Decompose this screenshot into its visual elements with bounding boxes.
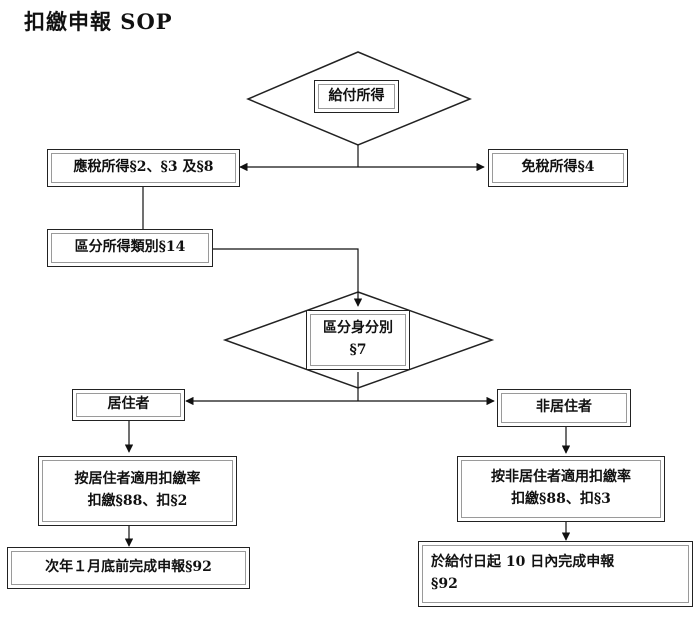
node-resident-rate-line2: 扣繳§88、扣§2 — [87, 493, 188, 509]
node-identity-label-line1: 區分身分別 — [323, 320, 393, 337]
node-taxable-income: 應稅所得§2、§3 及§8 — [47, 149, 240, 187]
node-resident-label: 居住者 — [107, 396, 150, 413]
node-taxable-income-label: 應稅所得§2、§3 及§8 — [73, 159, 214, 176]
node-resident-rate-line1: 按居住者適用扣繳率 — [74, 471, 201, 488]
node-classify-income: 區分所得類別§14 — [47, 229, 213, 267]
node-identity-label-line2: §7 — [349, 342, 367, 358]
node-nonresident-filing-line1: 於給付日起 10 日內完成申報 — [431, 554, 615, 571]
node-nonresident-filing: 於給付日起 10 日內完成申報 §92 — [418, 541, 693, 607]
node-resident: 居住者 — [72, 389, 185, 421]
node-nonresident-rate: 按非居住者適用扣繳率 扣繳§88、扣§3 — [457, 456, 665, 522]
node-payment-income: 給付所得 — [314, 80, 399, 113]
page-title: 扣繳申報 SOP — [24, 9, 173, 34]
node-resident-filing: 次年１月底前完成申報§92 — [7, 547, 250, 589]
node-payment-income-label: 給付所得 — [328, 87, 385, 104]
node-classify-income-label: 區分所得類別§14 — [74, 239, 186, 256]
node-nonresident-filing-line2: §92 — [431, 576, 458, 592]
node-identity-classification: 區分身分別 §7 — [306, 310, 410, 370]
node-resident-filing-label: 次年１月底前完成申報§92 — [45, 559, 212, 576]
node-tax-exempt-income: 免稅所得§4 — [488, 149, 628, 187]
connector-classify-identity — [213, 248, 363, 307]
node-non-resident-label: 非居住者 — [536, 399, 592, 416]
node-tax-exempt-income-label: 免稅所得§4 — [521, 159, 595, 176]
node-resident-rate: 按居住者適用扣繳率 扣繳§88、扣§2 — [38, 456, 237, 526]
node-nonresident-rate-line1: 按非居住者適用扣繳率 — [491, 469, 631, 486]
node-nonresident-rate-line2: 扣繳§88、扣§3 — [511, 491, 611, 507]
node-non-resident: 非居住者 — [497, 389, 631, 427]
